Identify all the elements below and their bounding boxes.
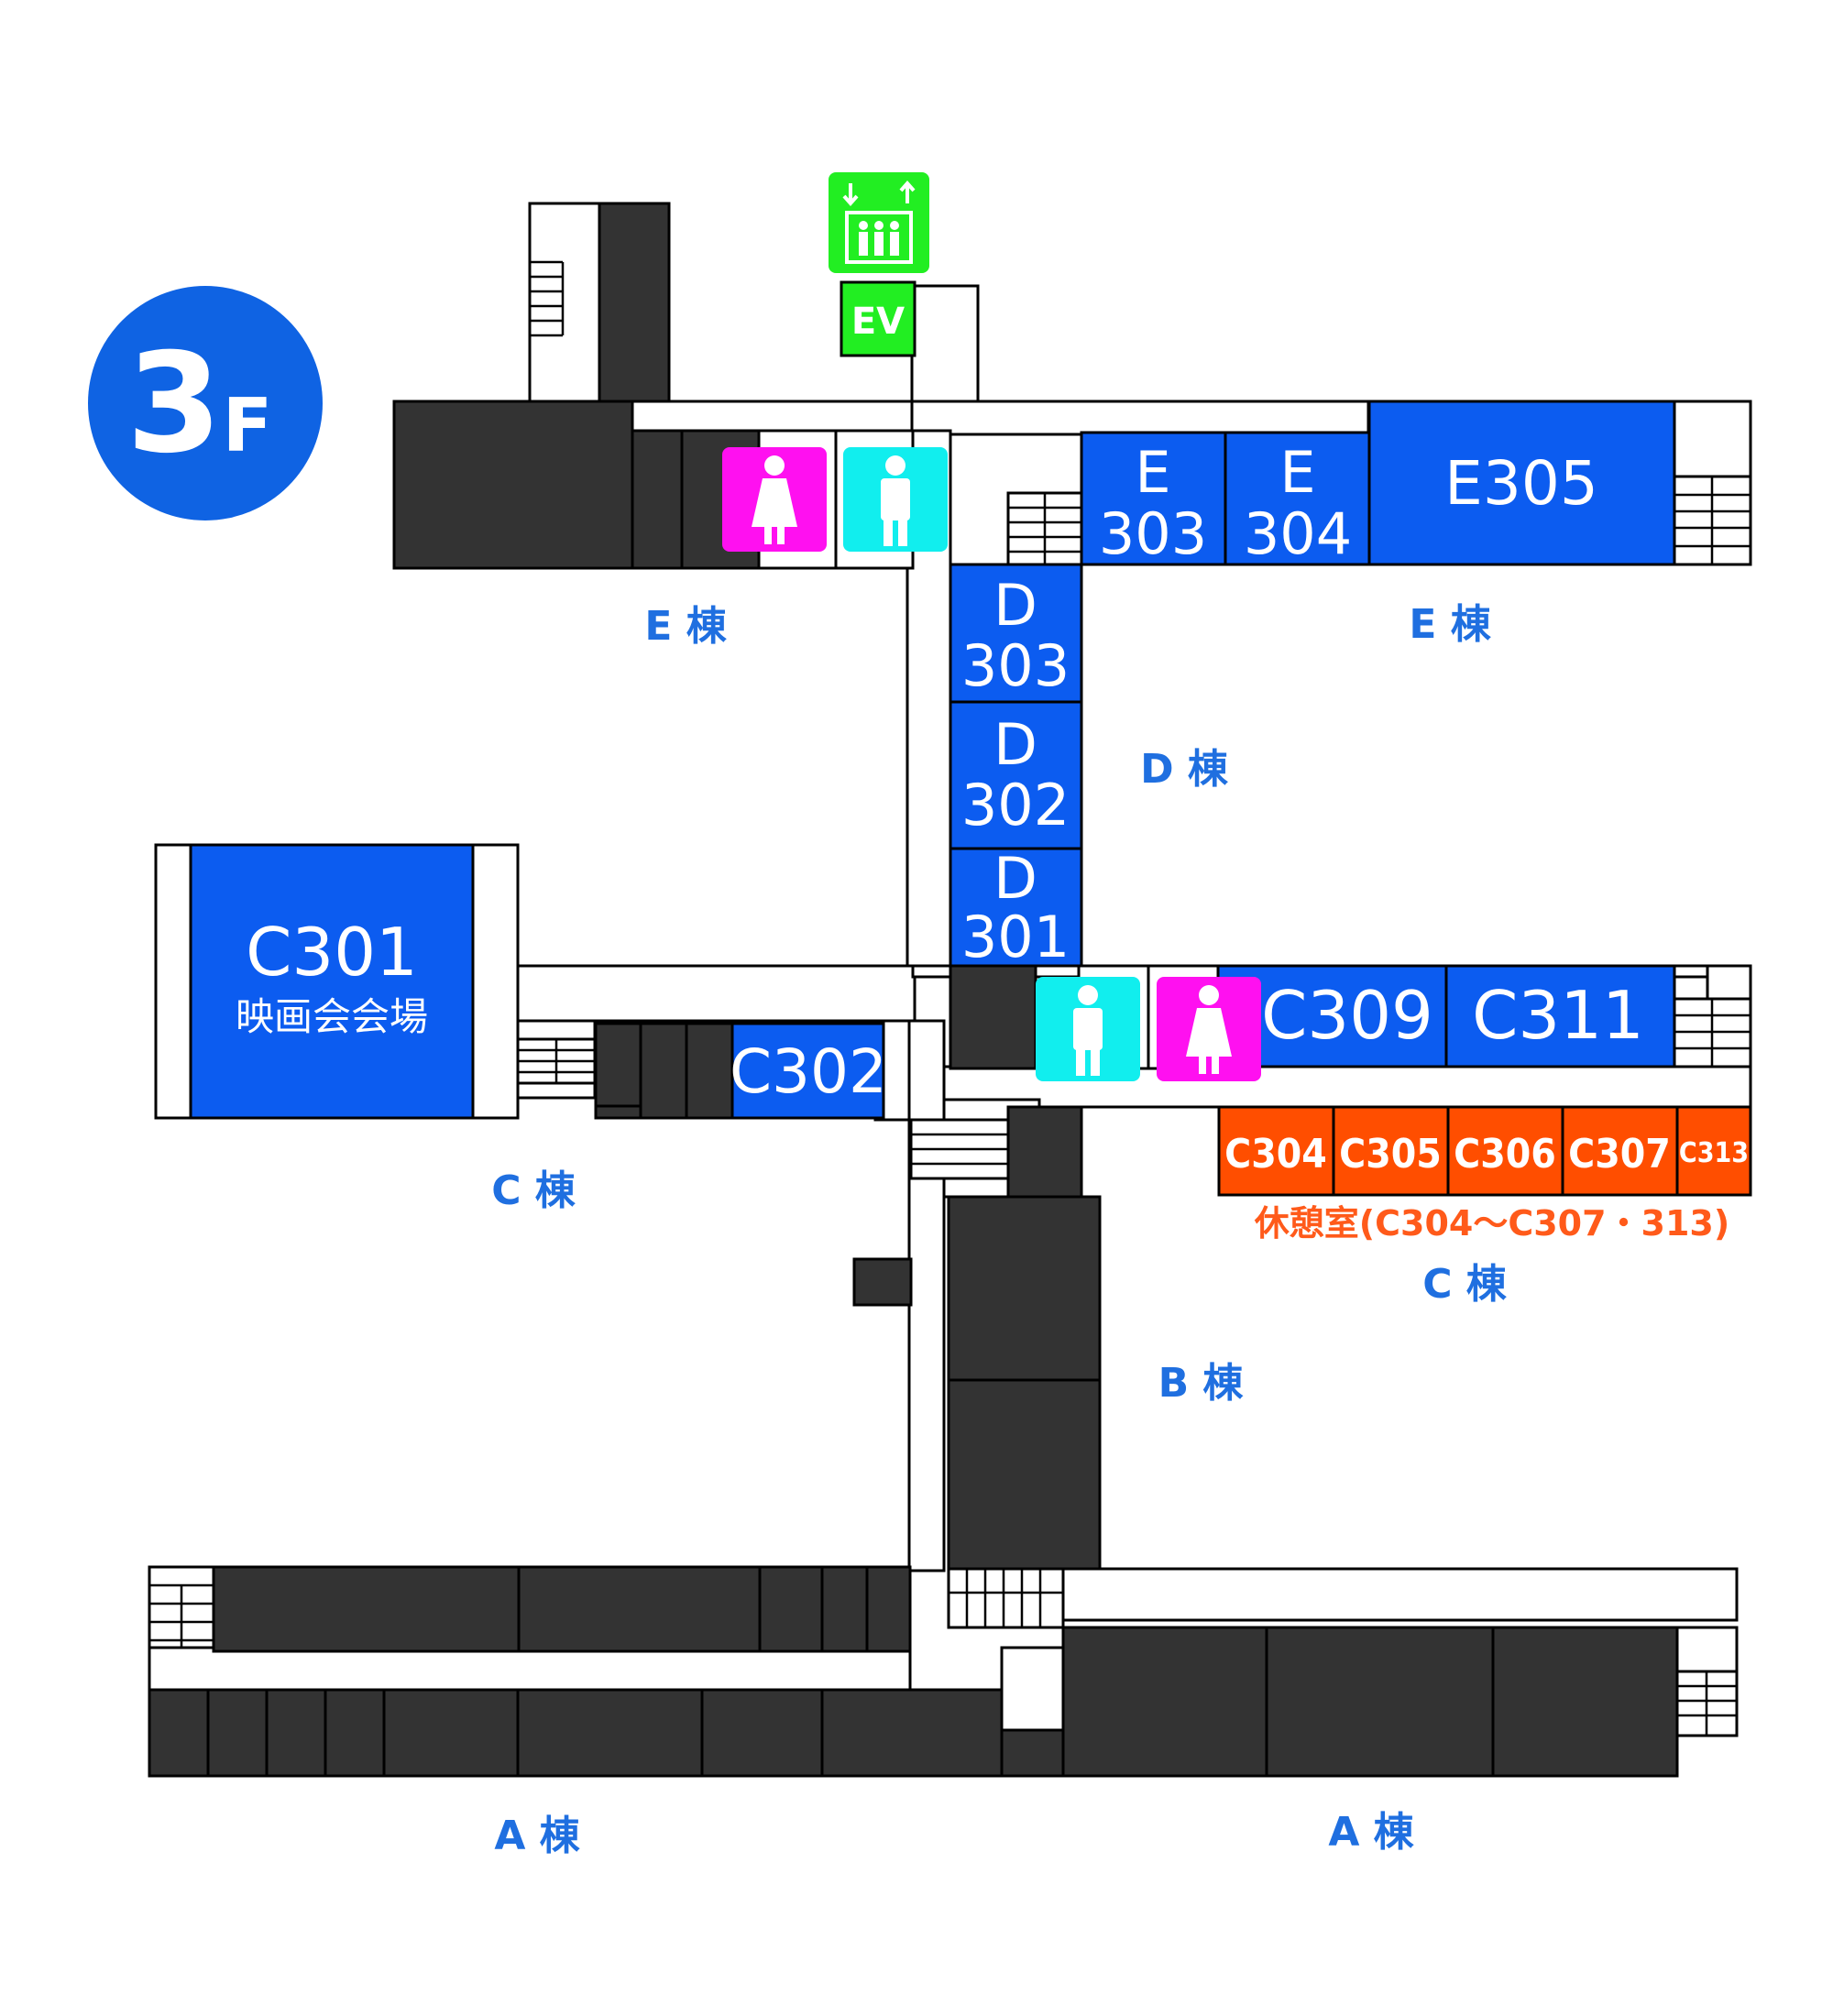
label-b-building: B 棟 [1158, 1360, 1245, 1407]
rest-area-caption: 休憩室(C304〜C307・313) [1254, 1203, 1729, 1244]
c301-side-east [471, 843, 520, 1120]
c301-side-west [154, 843, 192, 1120]
floor-badge: 3 F [88, 286, 323, 520]
rest-room-c307: C307 [1568, 1131, 1671, 1178]
stairs-b-north [909, 1118, 1014, 1180]
label-e-building-west: E 棟 [644, 603, 727, 650]
room-d301: D 301 [949, 845, 1083, 970]
rest-room-c305: C305 [1339, 1131, 1442, 1178]
restroom-women-icon [722, 447, 827, 552]
room-c301: C301 映画会会場 [189, 843, 475, 1120]
floor-unit: F [223, 383, 273, 468]
restroom-women-icon [1157, 977, 1261, 1081]
restroom-men-icon [843, 447, 948, 552]
stairs-a-east [1675, 1670, 1739, 1737]
label-c-building-west: C 棟 [491, 1167, 576, 1214]
room-c311-label: C311 [1472, 977, 1644, 1054]
room-e304-line2: 304 [1244, 500, 1352, 567]
stairs-e-east [1673, 475, 1752, 566]
room-d302: D 302 [949, 700, 1083, 850]
room-e305-label: E305 [1444, 448, 1598, 519]
restroom-men-icon [1036, 977, 1140, 1081]
room-d303-line1: D [993, 572, 1037, 639]
label-d-building: D 棟 [1140, 746, 1229, 793]
rest-area: C304 C305 C306 C307 C313 [1217, 1105, 1752, 1197]
stairs-e-west-of-e303 [1006, 491, 1083, 566]
room-d302-line1: D [993, 711, 1037, 778]
room-d302-line2: 302 [961, 772, 1070, 838]
room-c301-sub: 映画会会場 [236, 994, 428, 1039]
label-c-building-east: C 棟 [1422, 1261, 1508, 1308]
rest-room-c304: C304 [1224, 1131, 1327, 1178]
room-d303-line2: 303 [961, 632, 1070, 699]
stairs-b-south [947, 1567, 1065, 1629]
label-a-building-west: A 棟 [494, 1813, 580, 1859]
room-e303-line1: E [1135, 439, 1170, 506]
label-a-building-east: A 棟 [1328, 1809, 1414, 1856]
stairs-c301 [516, 1037, 597, 1085]
room-c301-label: C301 [246, 914, 418, 991]
rest-room-c313: C313 [1679, 1137, 1749, 1169]
stairs-c-east [1673, 997, 1752, 1068]
room-c309-label: C309 [1261, 977, 1433, 1054]
room-e303-line2: 303 [1099, 500, 1207, 567]
stairs-a-west [148, 1565, 215, 1649]
room-c302: C302 [730, 1022, 887, 1120]
room-e304-line1: E [1279, 439, 1315, 506]
room-d301-line2: 301 [961, 904, 1070, 970]
room-d301-line1: D [993, 845, 1037, 912]
floor-number: 3 [126, 324, 222, 484]
room-e303: E 303 [1080, 431, 1227, 567]
room-c311: C311 [1444, 964, 1676, 1068]
room-e304: E 304 [1224, 431, 1371, 567]
room-c302-label: C302 [730, 1036, 887, 1107]
label-e-building-east: E 棟 [1409, 601, 1491, 648]
rest-room-c306: C306 [1454, 1131, 1556, 1178]
other-rooms [148, 202, 1679, 1778]
room-e305: E305 [1367, 400, 1676, 566]
stairs-e-north [528, 202, 601, 403]
elevator: EV [829, 172, 929, 357]
elevator-label: EV [851, 301, 905, 343]
room-d303: D 303 [949, 563, 1083, 704]
